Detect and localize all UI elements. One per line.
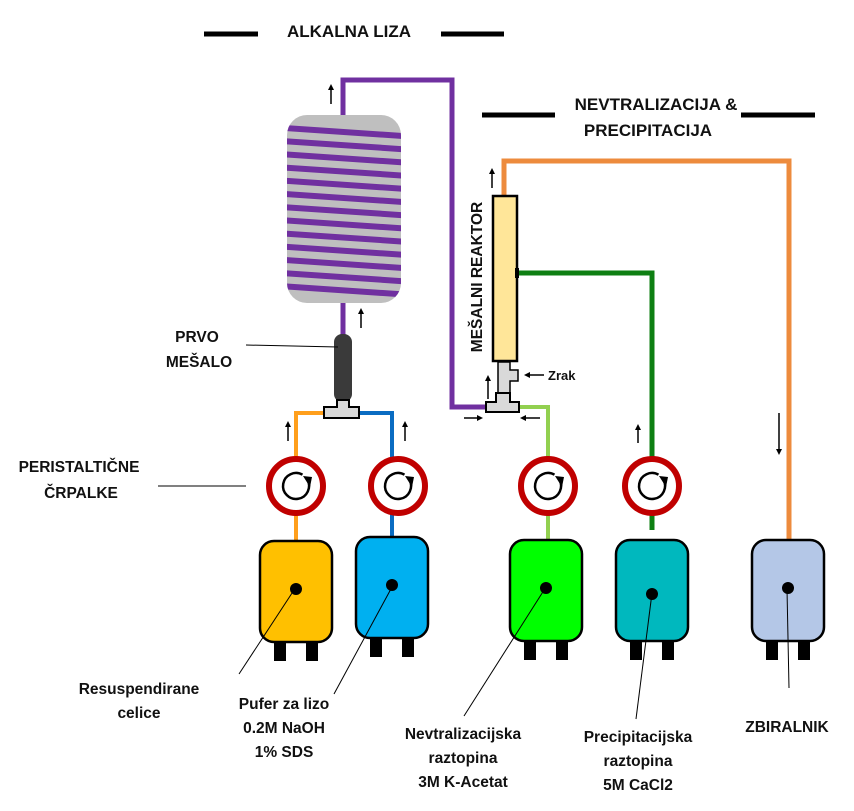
container-label-collector: ZBIRALNIK — [745, 719, 829, 736]
coil-stripe — [287, 283, 401, 298]
container-cells — [258, 539, 334, 661]
coil-stripe — [287, 191, 401, 205]
coil-stripe — [287, 138, 401, 153]
lysis-coil — [287, 115, 401, 303]
container-port — [540, 582, 552, 594]
tube-lysate — [340, 77, 488, 410]
leader-lines — [158, 344, 790, 720]
rotation-arrowhead-icon — [303, 476, 312, 487]
first-mixer-label-line2: MEŠALO — [166, 353, 232, 371]
neutralization-title-line2: PRECIPITACIJA — [584, 121, 712, 140]
alkaline-lysis-title: ALKALNA LIZA — [287, 22, 411, 41]
tube-product — [501, 158, 792, 540]
rotation-icon — [281, 471, 311, 501]
tube-precipitation — [519, 270, 655, 530]
container-foot — [524, 642, 536, 660]
container-foot — [556, 642, 568, 660]
peristaltic-pump — [368, 456, 428, 516]
container-lysis-buffer — [354, 535, 430, 657]
first-mixer-label-line1: PRVO — [175, 329, 219, 346]
pumps-label-line1: PERISTALTIČNE — [19, 458, 140, 476]
first-mixer — [323, 334, 360, 419]
coil-stripe — [287, 164, 401, 179]
coil-stripe — [287, 217, 401, 232]
rotation-arrowhead-icon — [555, 476, 564, 487]
container-foot — [402, 639, 414, 657]
rotation-arrowhead-icon — [659, 476, 668, 487]
coil-stripe — [287, 270, 401, 285]
container-foot — [306, 643, 318, 661]
mixing-reactor — [485, 194, 520, 413]
container-port — [782, 582, 794, 594]
peristaltic-pump — [518, 456, 578, 516]
peristaltic-pump — [266, 456, 326, 516]
rotation-icon — [383, 471, 413, 501]
coil-stripe — [287, 204, 401, 219]
section-header-alkaline-lysis: ALKALNA LIZA — [204, 22, 504, 41]
coil-stripe — [287, 151, 401, 166]
container-foot — [274, 643, 286, 661]
section-header-neutralization: NEVTRALIZACIJA & PRECIPITACIJA — [482, 95, 815, 140]
container-precipitation — [614, 538, 690, 660]
coil-stripe — [287, 243, 401, 258]
container-port — [386, 579, 398, 591]
rotation-icon — [637, 471, 667, 501]
coil-stripe — [287, 257, 401, 271]
container-foot — [370, 639, 382, 657]
flow-arrows — [285, 84, 782, 455]
coil-stripe — [287, 177, 401, 192]
container-foot — [766, 642, 778, 660]
containers — [258, 535, 826, 661]
container-foot — [798, 642, 810, 660]
container-foot — [630, 642, 642, 660]
peristaltic-pumps — [266, 456, 682, 516]
neutralization-title-line1: NEVTRALIZACIJA & — [575, 95, 738, 114]
container-foot — [662, 642, 674, 660]
air-inlet-label: Zrak — [548, 368, 576, 383]
container-neutralization — [508, 538, 584, 660]
peristaltic-pump — [622, 456, 682, 516]
mixing-reactor-label: MEŠALNI REAKTOR — [468, 202, 486, 352]
rotation-arrowhead-icon — [405, 476, 414, 487]
pumps-label-line2: ČRPALKE — [44, 484, 118, 502]
rotation-icon — [533, 471, 563, 501]
coil-stripe — [287, 230, 401, 245]
coil-stripe — [287, 125, 401, 139]
